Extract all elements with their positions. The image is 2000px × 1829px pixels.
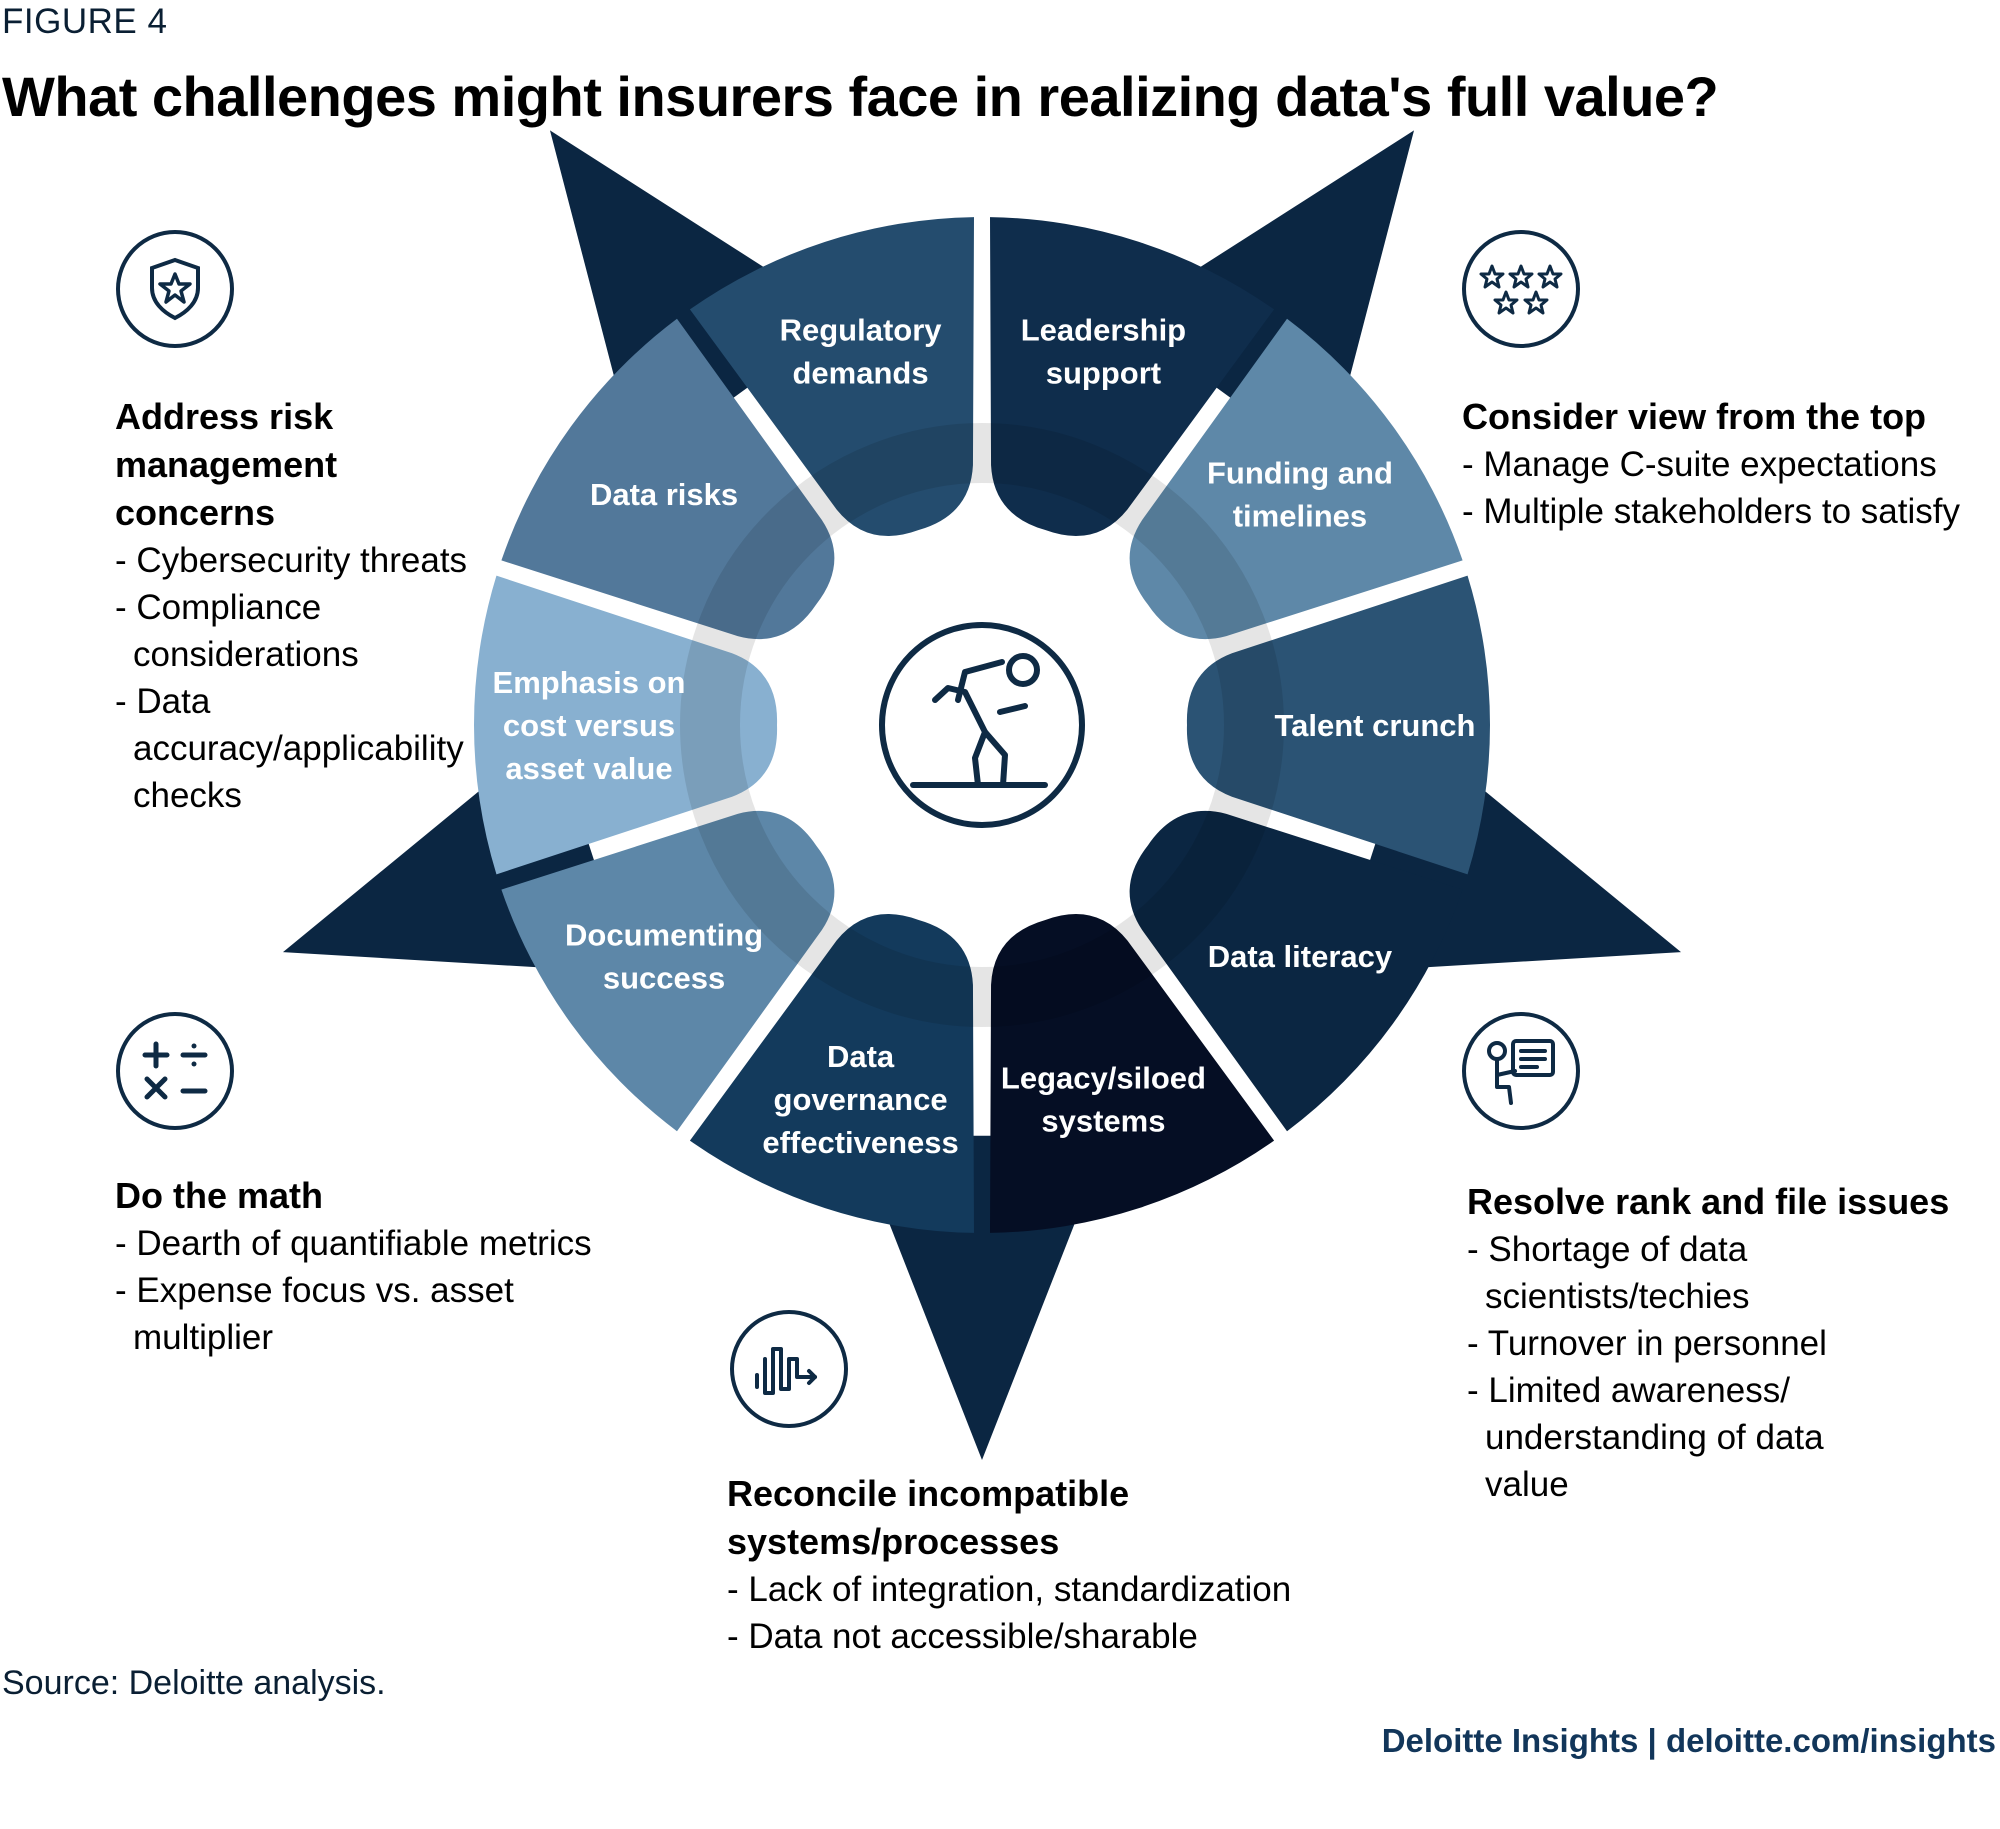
callout-top: Consider view from the top - Manage C-su…	[1462, 393, 1962, 535]
segment-label: Talent crunch	[1275, 708, 1476, 743]
callout-systems-title: Reconcile incompatible systems/processes	[727, 1473, 1130, 1562]
wheel-segments	[474, 217, 1490, 1233]
callout-top-title: Consider view from the top	[1462, 396, 1927, 437]
callout-systems-list: - Lack of integration, standardization -…	[727, 1566, 1427, 1660]
source-note: Source: Deloitte analysis.	[2, 1664, 386, 1702]
callout-rank-title: Resolve rank and file issues	[1467, 1181, 1950, 1222]
inner-shade-ring	[680, 423, 1284, 1027]
segment-label: Data risks	[590, 477, 738, 512]
wheel-segment	[501, 318, 835, 640]
risk-callout-icon-circle	[116, 230, 234, 348]
center-hub	[879, 622, 1085, 828]
top-callout-icon-circle	[1462, 230, 1580, 348]
stars-icon	[1479, 264, 1563, 315]
callout-rank: Resolve rank and file issues - Shortage …	[1467, 1178, 1987, 1508]
page-title: What challenges might insurers face in r…	[2, 65, 1719, 128]
segment-label: Data literacy	[1208, 939, 1393, 974]
callout-math: Do the math - Dearth of quantifiable met…	[115, 1172, 615, 1361]
list-item: - Expense focus vs. asset multiplier	[115, 1271, 514, 1357]
wheel-segment	[689, 913, 975, 1233]
shield-star-icon	[150, 257, 200, 321]
list-item: - Compliance considerations	[115, 588, 359, 674]
wheel-segment	[1129, 318, 1463, 640]
signal-arrow-icon	[755, 1347, 817, 1395]
math-operators-icon	[142, 1041, 208, 1100]
wheel-segment	[1129, 810, 1463, 1132]
list-item: - Multiple stakeholders to satisfy	[1462, 492, 1960, 531]
list-item: - Cybersecurity threats	[115, 541, 468, 580]
rank-callout-icon-circle	[1462, 1012, 1580, 1130]
wheel-segment	[689, 217, 975, 537]
callout-risk-title: Address risk management concerns	[115, 396, 338, 533]
wheel-segment	[1186, 575, 1490, 875]
callout-math-list: - Dearth of quantifiable metrics - Expen…	[115, 1220, 615, 1361]
list-item: - Limited awareness/ understanding of da…	[1467, 1371, 1824, 1504]
math-callout-icon-circle	[116, 1012, 234, 1130]
wheel-segment	[501, 810, 835, 1132]
callout-risk: Address risk management concerns - Cyber…	[115, 393, 535, 819]
figure-label: FIGURE 4	[2, 2, 168, 41]
list-item: - Manage C-suite expectations	[1462, 445, 1937, 484]
list-item: - Shortage of data scientists/techies	[1467, 1230, 1750, 1316]
credit-link[interactable]: Deloitte Insights | deloitte.com/insight…	[1381, 1722, 1996, 1759]
callout-top-list: - Manage C-suite expectations - Multiple…	[1462, 441, 1962, 535]
list-item: - Data not accessible/sharable	[727, 1617, 1198, 1656]
list-item: - Turnover in personnel	[1467, 1324, 1827, 1363]
list-item: - Data accuracy/applicability checks	[115, 682, 464, 815]
list-item: - Lack of integration, standardization	[727, 1570, 1292, 1609]
stumbling-figure-icon	[910, 653, 1048, 788]
callout-risk-list: - Cybersecurity threats - Compliance con…	[115, 537, 535, 819]
callout-rank-list: - Shortage of data scientists/techies - …	[1467, 1226, 1987, 1508]
callout-math-title: Do the math	[115, 1175, 324, 1216]
systems-callout-icon-circle	[730, 1310, 848, 1428]
list-item: - Dearth of quantifiable metrics	[115, 1224, 592, 1263]
wheel-segment	[989, 913, 1275, 1233]
presenter-board-icon	[1487, 1039, 1555, 1105]
wheel-segment	[989, 217, 1275, 537]
callout-systems: Reconcile incompatible systems/processes…	[727, 1470, 1427, 1660]
wheel-segment	[474, 575, 778, 875]
